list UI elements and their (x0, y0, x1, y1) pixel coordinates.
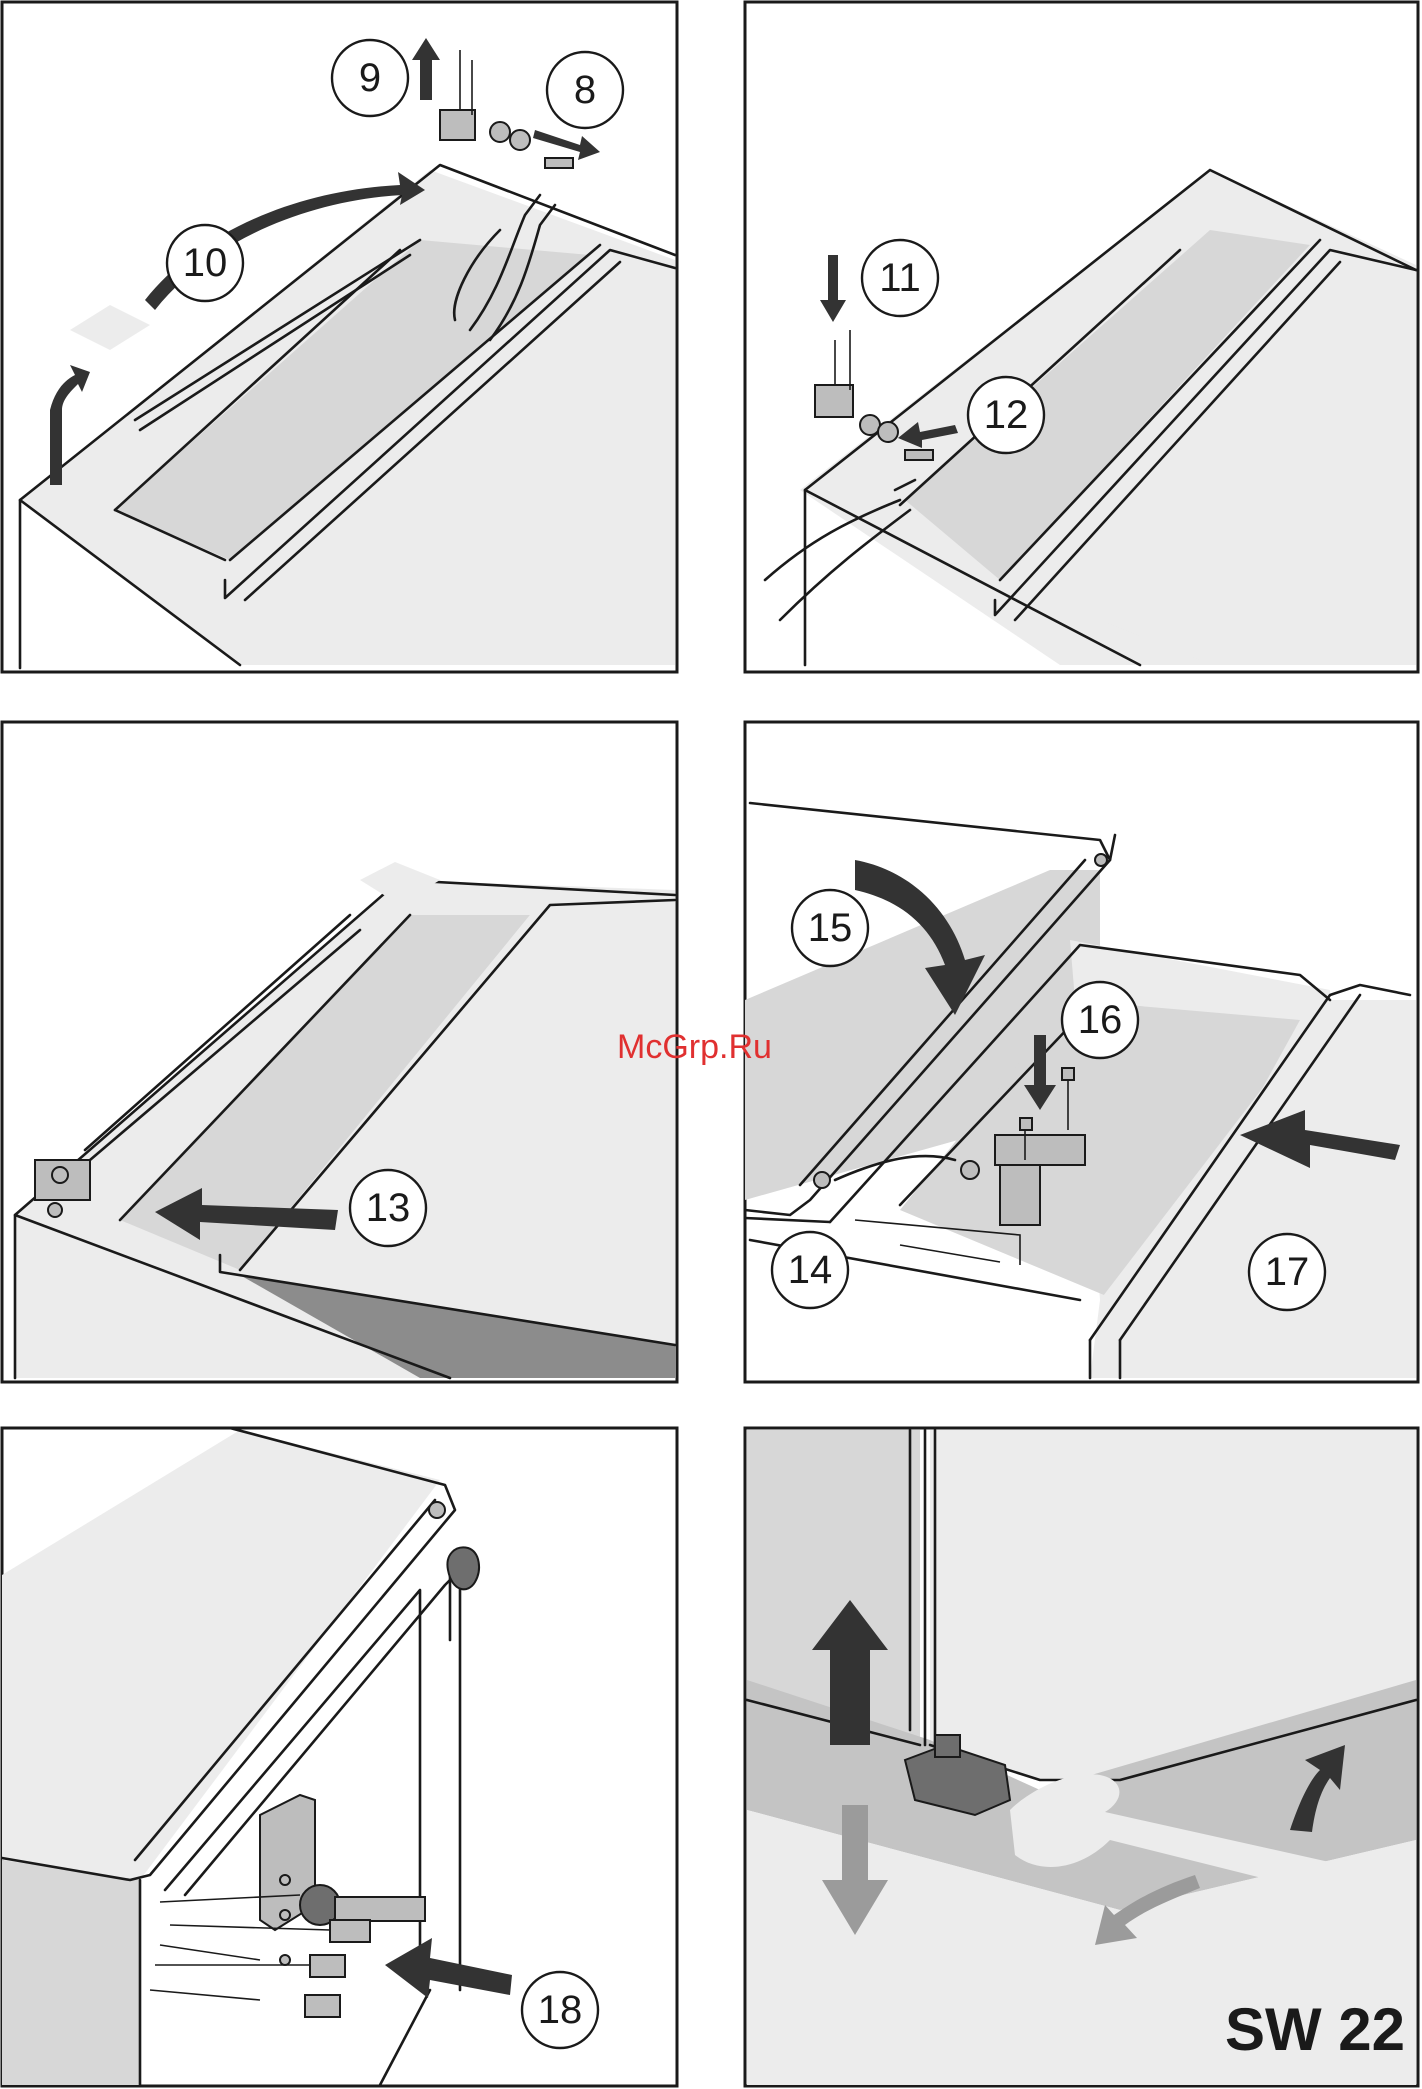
wrench-size-label: SW 22 (1225, 1996, 1405, 2063)
step-8-badge: 8 (547, 52, 623, 128)
panel-1-remove-hinge: 9 8 10 (2, 2, 677, 672)
panel-2-install-hinge: 11 12 (745, 2, 1418, 672)
step-16-label: 16 (1078, 998, 1123, 1042)
step-9-label: 9 (359, 56, 381, 100)
panel-4-mount-door: 15 16 14 17 (745, 722, 1418, 1382)
step-16-badge: 16 (1062, 982, 1138, 1058)
step-12-badge: 12 (968, 377, 1044, 453)
panel-5-handle-bracket: 18 (2, 1428, 677, 2086)
step-15-badge: 15 (792, 890, 868, 966)
step-10-label: 10 (183, 241, 228, 285)
step-18-label: 18 (538, 1988, 583, 2032)
step-15-label: 15 (808, 906, 853, 950)
step-17-label: 17 (1265, 1250, 1310, 1294)
step-14-badge: 14 (772, 1232, 848, 1308)
panel-6-adjust-foot: SW 22 (745, 1428, 1418, 2086)
step-8-label: 8 (574, 68, 596, 112)
panel-3-reposition-hinge: 13 (2, 722, 677, 1382)
step-14-label: 14 (788, 1248, 833, 1292)
step-11-badge: 11 (862, 240, 938, 316)
step-13-badge: 13 (350, 1170, 426, 1246)
step-9-badge: 9 (332, 40, 408, 116)
handle-knob-icon (447, 1547, 479, 1589)
step-18-badge: 18 (522, 1972, 598, 2048)
step-10-badge: 10 (167, 225, 243, 301)
step-13-label: 13 (366, 1186, 411, 1230)
watermark-text: McGrp.Ru (617, 1028, 772, 1066)
step-12-label: 12 (984, 393, 1029, 437)
step-17-badge: 17 (1249, 1234, 1325, 1310)
step-11-label: 11 (879, 256, 921, 300)
